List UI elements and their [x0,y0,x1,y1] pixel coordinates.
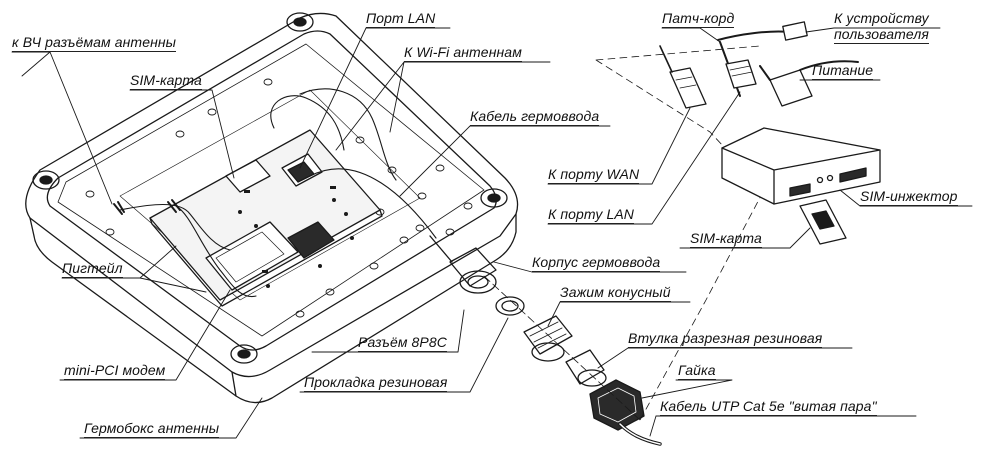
utp-cable-end [618,422,662,446]
patch-cord [717,21,808,97]
label-cone-clamp: Зажим конусный [560,284,671,302]
corner-screws [32,12,508,364]
label-sim-card-top: SIM-карта [130,72,202,90]
label-split-rubber-sleeve: Втулка разрезная резиновая [628,330,823,348]
label-utp-cable: Кабель UTP Cat 5e "витая пара" [660,398,877,416]
gland-body [429,235,497,294]
power-plug [759,60,859,107]
pcb-components [238,186,354,288]
label-pigtail: Пигтейл [62,260,123,278]
label-connector-8p8c: Разъём 8P8C [358,334,447,352]
label-nut: Гайка [678,362,716,380]
cone-clamp-part [523,315,573,362]
label-mini-pci-modem: mini-PCI модем [64,362,166,380]
exploded-gland-parts [483,275,662,446]
label-sim-card-right: SIM-карта [690,230,762,248]
label-hf-connectors: к ВЧ разъёмам антенны [12,34,177,52]
label-antenna-box: Гермобокс антенны [84,420,220,438]
standoffs [85,78,473,318]
split-rubber-sleeve-part [565,349,607,387]
label-port-lan: Порт LAN [366,10,436,28]
mini-pci-modem-card [205,221,299,291]
wan-plug [659,45,707,109]
antenna-box [25,12,519,404]
label-sim-injector: SIM-инжектор [860,188,958,206]
sim-card-part [799,199,847,245]
sim-injector [721,127,881,245]
label-to-lan-port: К порту LAN [548,206,634,224]
label-power: Питание [812,62,874,80]
label-rubber-gasket: Прокладка резиновая [304,374,448,392]
label-gland-body: Корпус гермоввода [532,254,661,272]
pigtail-cables [113,88,437,298]
label-to-wan-port: К порту WAN [548,166,640,184]
nut-part [589,379,645,431]
label-to-user-device-2: пользователя [834,26,929,44]
leader-lines [11,27,973,439]
label-patch-cord: Патч-корд [662,10,735,28]
pcb-board [149,129,383,307]
label-to-user-device-1: К устройству [834,10,929,26]
label-to-wifi-antenna: К Wi-Fi антеннам [404,44,522,62]
rubber-gasket-ring [495,296,525,316]
detail-frame [595,45,765,421]
label-gland-cable: Кабель гермоввода [470,108,600,126]
